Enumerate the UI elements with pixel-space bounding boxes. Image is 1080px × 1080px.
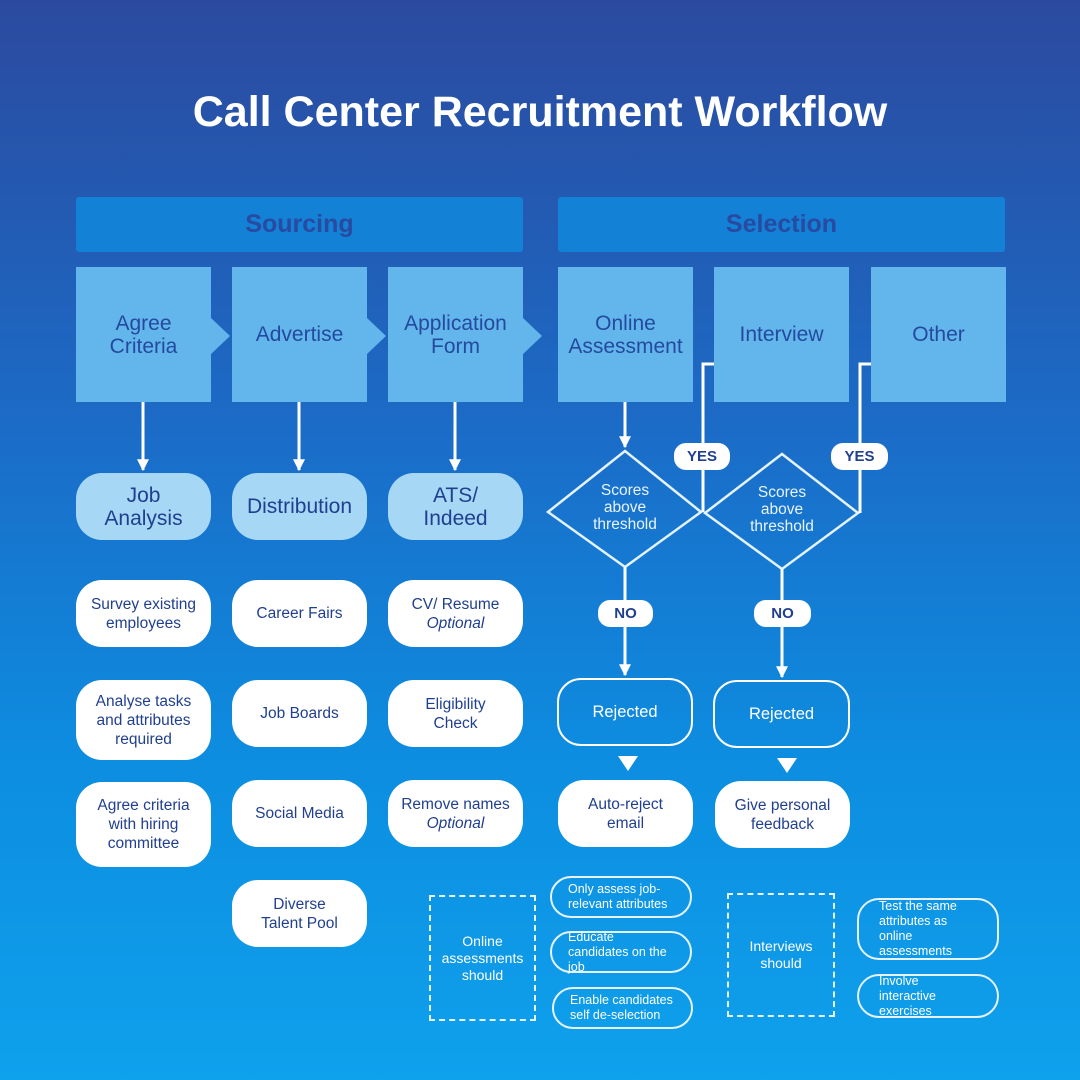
chevron-arrow-icon: [211, 318, 230, 354]
distribution-item: Job Boards: [232, 680, 367, 747]
decision-label-interview: Scores above threshold: [750, 483, 814, 535]
guidance-tip: Test the same attributes as online asses…: [857, 898, 999, 960]
down-triangle-icon: [777, 758, 797, 773]
page-title: Call Center Recruitment Workflow: [192, 87, 888, 136]
auto-reject-email: Auto-reject email: [558, 780, 693, 847]
no-tag: NO: [754, 600, 811, 627]
down-triangle-icon: [618, 756, 638, 771]
job-analysis-item: Analyse tasks and attributes required: [76, 680, 211, 760]
guidance-tip: Involve interactive exercises: [857, 974, 999, 1018]
job-analysis-item: Agree criteria with hiring committee: [76, 782, 211, 867]
category-distribution: Distribution: [232, 473, 367, 540]
no-tag: NO: [598, 600, 653, 627]
rejected-assessment: Rejected: [557, 678, 693, 746]
yes-tag: YES: [831, 443, 888, 470]
distribution-item: Career Fairs: [232, 580, 367, 647]
application-item-text: Eligibility Check: [425, 695, 486, 732]
online-assessments-guidance-label: Online assessments should: [429, 895, 536, 1021]
category-ats-indeed: ATS/ Indeed: [388, 473, 523, 540]
application-item-text: CV/ Resume: [411, 595, 500, 613]
decision-label-assessment: Scores above threshold: [593, 481, 657, 533]
distribution-item: Diverse Talent Pool: [232, 880, 367, 947]
application-item-note: Optional: [426, 614, 485, 632]
category-job-analysis: Job Analysis: [76, 473, 211, 540]
distribution-item: Social Media: [232, 780, 367, 847]
interviews-guidance-label: Interviews should: [727, 893, 835, 1017]
stage-other: Other: [871, 267, 1006, 402]
stage-interview: Interview: [714, 267, 849, 402]
stage-advertise: Advertise: [232, 267, 367, 402]
stage-online-assessment: Online Assessment: [558, 267, 693, 402]
stage-application-form: Application Form: [388, 267, 523, 402]
application-item: Remove names Optional: [388, 780, 523, 847]
stage-agree-criteria: Agree Criteria: [76, 267, 211, 402]
phase-header-selection: Selection: [558, 197, 1005, 252]
personal-feedback: Give personal feedback: [715, 781, 850, 848]
guidance-tip: Only assess job-relevant attributes: [550, 876, 692, 918]
chevron-arrow-icon: [523, 318, 542, 354]
rejected-interview: Rejected: [713, 680, 850, 748]
application-item-text: Remove names: [401, 795, 510, 813]
phase-header-sourcing: Sourcing: [76, 197, 523, 252]
application-item-note: Optional: [426, 814, 485, 832]
application-item: CV/ Resume Optional: [388, 580, 523, 647]
job-analysis-item: Survey existing employees: [76, 580, 211, 647]
application-item: Eligibility Check: [388, 680, 523, 747]
yes-tag: YES: [674, 443, 730, 470]
guidance-tip: Enable candidates self de-selection: [552, 987, 693, 1029]
chevron-arrow-icon: [367, 318, 386, 354]
guidance-tip: Educate candidates on the job: [550, 930, 692, 974]
